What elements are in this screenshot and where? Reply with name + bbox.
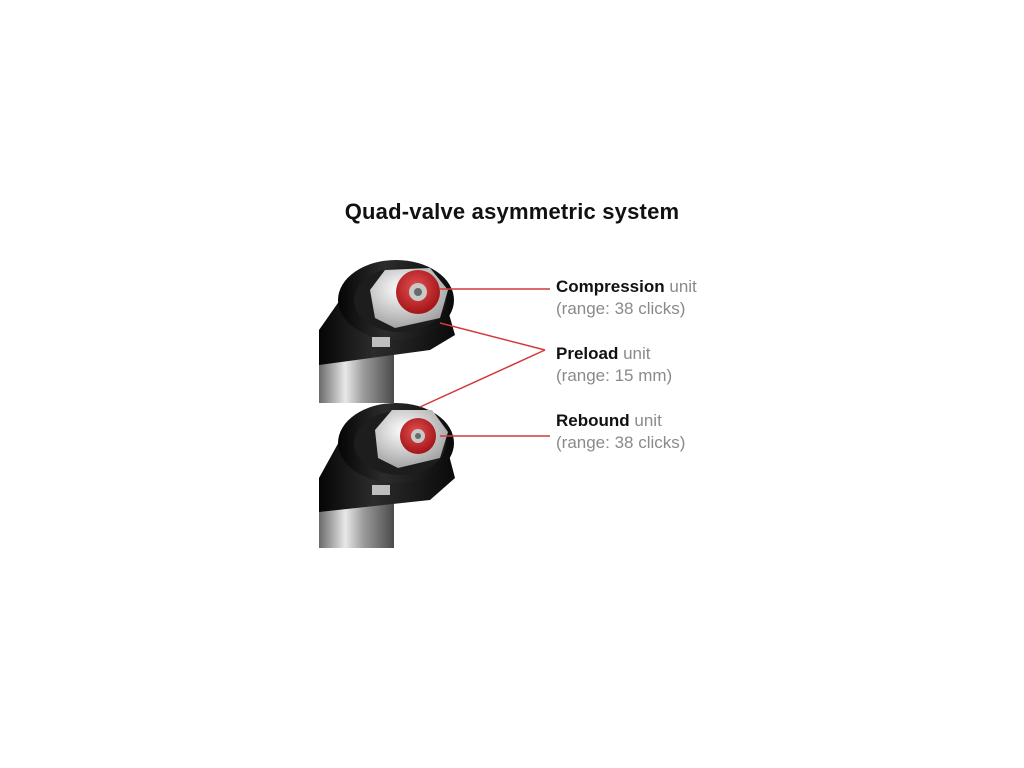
preload-range: (range: 15 mm) — [556, 366, 673, 385]
compression-suffix: unit — [669, 277, 697, 296]
compression-cartridge — [319, 260, 455, 403]
rebound-range: (range: 38 clicks) — [556, 433, 686, 452]
preload-leader-line-lower — [419, 349, 546, 408]
preload-callout: Preload unit (range: 15 mm) — [556, 343, 672, 387]
rebound-cartridge — [319, 403, 455, 548]
diagram-title: Quad-valve asymmetric system — [344, 199, 680, 224]
preload-leader-line-upper — [439, 322, 546, 351]
preload-label: Preload — [556, 344, 619, 363]
rebound-suffix: unit — [634, 411, 662, 430]
compression-callout: Compression unit (range: 38 clicks) — [556, 276, 697, 320]
compression-range: (range: 38 clicks) — [556, 299, 686, 318]
leader-lines — [419, 288, 550, 437]
rebound-callout: Rebound unit (range: 38 clicks) — [556, 410, 685, 454]
compression-label: Compression — [556, 277, 665, 296]
rebound-label: Rebound — [556, 411, 630, 430]
preload-suffix: unit — [623, 344, 651, 363]
